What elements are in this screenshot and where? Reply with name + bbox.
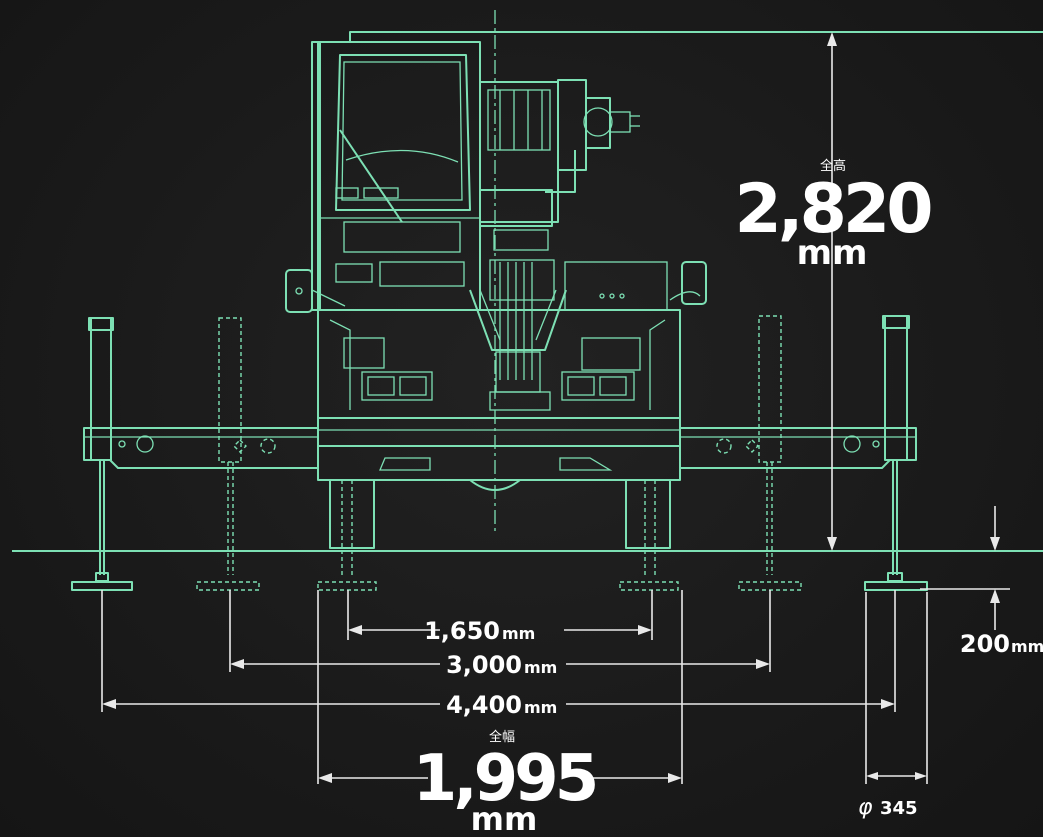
height-caption: 全高 [820,158,846,174]
span-4400-value: 4,400 [446,691,522,719]
outrigger-left-outer [71,317,133,591]
span-label-4400: 4,400 mm [446,691,557,719]
span-dimension-3000 [229,590,771,672]
undercarriage [317,417,681,549]
operator-cabin [311,41,481,311]
span-3000-value: 3,000 [446,651,522,679]
outrigger-inner [317,480,679,591]
outrigger-right-outer [864,315,928,591]
span-1650-unit: mm [502,624,535,643]
span-dimension-1650 [347,590,653,640]
width-caption: 全幅 [489,729,515,745]
pad-diameter-dimension [865,592,928,784]
crane-body [285,261,707,419]
span-1650-value: 1,650 [424,617,500,645]
span-label-3000: 3,000 mm [446,651,557,679]
height-value: 2,820 [734,170,931,249]
pad-lift-unit: mm [1011,637,1043,656]
span-3000-unit: mm [524,658,557,677]
pad-diameter-value: 345 [880,798,918,819]
outrigger-beam-left [83,427,319,469]
height-dimension [827,32,837,551]
outrigger-beam-right [679,427,917,469]
diameter-symbol: φ [858,795,873,820]
height-reference-line [349,31,1043,42]
span-dimension-4400 [101,590,896,712]
height-unit: mm [797,233,868,273]
pad-lift-dimension [920,506,1010,630]
width-value: 1,995 [413,742,596,816]
pad-lift-value: 200 [960,630,1010,658]
outrigger-right-middle [738,315,802,591]
width-unit: mm [471,800,538,837]
span-label-1650: 1,650 mm [424,617,535,645]
span-4400-unit: mm [524,698,557,717]
outrigger-left-middle [196,317,260,591]
boom-assembly [469,79,640,411]
width-dimension [317,590,683,784]
